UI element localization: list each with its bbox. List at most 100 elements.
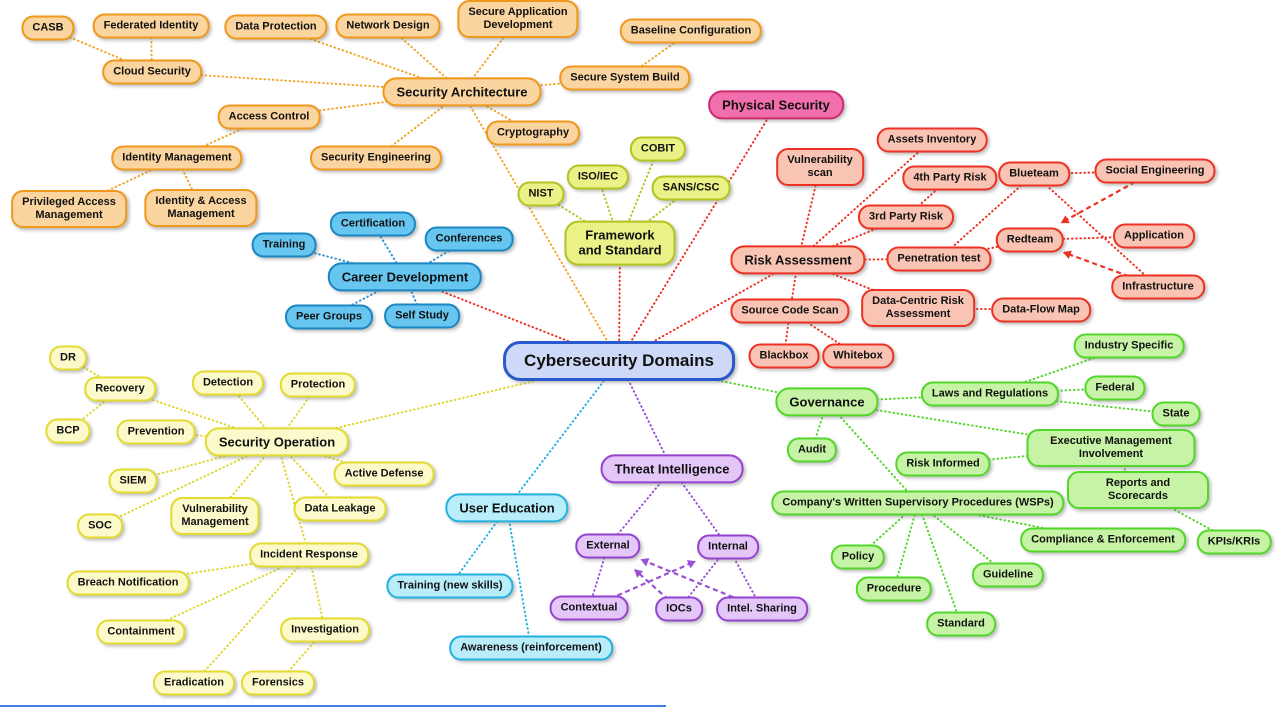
edge-incident-response--investigation <box>308 554 326 631</box>
node-peer-groups[interactable]: Peer Groups <box>284 304 374 330</box>
node-source-code-scan[interactable]: Source Code Scan <box>730 298 850 324</box>
node-user-education[interactable]: User Education <box>445 493 569 523</box>
node-external[interactable]: External <box>575 533 641 559</box>
edge-cybersecurity-domains--physical-security <box>618 104 777 362</box>
node-penetration-test[interactable]: Penetration test <box>886 246 992 272</box>
node-secure-system-build[interactable]: Secure System Build <box>559 65 691 91</box>
node-certification[interactable]: Certification <box>329 211 417 237</box>
node-detection[interactable]: Detection <box>191 370 265 396</box>
node-policy[interactable]: Policy <box>830 544 886 570</box>
node-security-architecture[interactable]: Security Architecture <box>382 77 542 107</box>
node-security-operation[interactable]: Security Operation <box>204 427 350 457</box>
node-4th-party-risk[interactable]: 4th Party Risk <box>902 165 998 191</box>
node-network-design[interactable]: Network Design <box>335 13 441 39</box>
node-guideline[interactable]: Guideline <box>971 562 1045 588</box>
node-physical-security[interactable]: Physical Security <box>708 90 844 120</box>
node-blueteam[interactable]: Blueteam <box>998 161 1070 187</box>
node-audit[interactable]: Audit <box>786 437 838 463</box>
node-security-engineering[interactable]: Security Engineering <box>309 145 443 171</box>
node-career-development[interactable]: Career Development <box>327 262 483 292</box>
node-conferences[interactable]: Conferences <box>424 226 514 252</box>
edge-iocs--external <box>634 569 670 601</box>
node-threat-intelligence[interactable]: Threat Intelligence <box>600 454 744 484</box>
node-kpis-kris[interactable]: KPIs/KRIs <box>1196 529 1272 555</box>
edge-cybersecurity-domains--framework-standard <box>618 242 621 362</box>
node-assets-inventory[interactable]: Assets Inventory <box>876 127 988 153</box>
node-iocs[interactable]: IOCs <box>655 596 703 622</box>
node-blackbox[interactable]: Blackbox <box>748 343 820 369</box>
node-redteam[interactable]: Redteam <box>995 227 1065 253</box>
edge-laws-and-regulations--state <box>989 393 1177 415</box>
node-investigation[interactable]: Investigation <box>280 617 370 643</box>
node-secure-application-development[interactable]: Secure Application Development <box>457 0 579 38</box>
edge-cybersecurity-domains--user-education <box>506 360 620 509</box>
node-social-engineering[interactable]: Social Engineering <box>1094 158 1216 184</box>
node-cloud-security[interactable]: Cloud Security <box>102 59 202 85</box>
node-whitebox[interactable]: Whitebox <box>822 343 894 369</box>
node-training[interactable]: Training <box>251 232 317 258</box>
edge-incident-response--containment <box>140 554 310 633</box>
edge-security-operation--incident-response <box>276 441 310 556</box>
node-procedure[interactable]: Procedure <box>855 576 933 602</box>
node-eradication[interactable]: Eradication <box>153 670 235 696</box>
node-reports-and-scorecards[interactable]: Reports and Scorecards <box>1067 471 1209 509</box>
node-self-study[interactable]: Self Study <box>384 303 460 329</box>
node-baseline-configuration[interactable]: Baseline Configuration <box>619 18 763 44</box>
node-cryptography[interactable]: Cryptography <box>485 120 581 146</box>
node-data-centric-risk-assessment[interactable]: Data-Centric Risk Assessment <box>861 289 975 327</box>
node-framework-standard[interactable]: Framework and Standard <box>564 220 676 266</box>
node-identity-management[interactable]: Identity Management <box>111 145 243 171</box>
node-sans-csc[interactable]: SANS/CSC <box>651 175 731 201</box>
node-3rd-party-risk[interactable]: 3rd Party Risk <box>858 204 954 230</box>
node-incident-response[interactable]: Incident Response <box>249 542 369 568</box>
node-siem[interactable]: SIEM <box>108 468 158 494</box>
node-standard[interactable]: Standard <box>926 611 996 637</box>
node-federal[interactable]: Federal <box>1084 375 1146 401</box>
node-breach-notification[interactable]: Breach Notification <box>66 570 190 596</box>
node-infrastructure[interactable]: Infrastructure <box>1111 274 1205 300</box>
node-wsps[interactable]: Company's Written Supervisory Procedures… <box>771 490 1065 516</box>
node-awareness-reinforcement[interactable]: Awareness (reinforcement) <box>449 635 613 661</box>
node-risk-assessment[interactable]: Risk Assessment <box>730 245 866 275</box>
node-state[interactable]: State <box>1151 401 1201 427</box>
edge-incident-response--eradication <box>193 554 310 684</box>
node-prevention[interactable]: Prevention <box>116 419 196 445</box>
node-data-protection[interactable]: Data Protection <box>224 14 328 40</box>
node-executive-management-involvement[interactable]: Executive Management Involvement <box>1026 429 1196 467</box>
node-laws-and-regulations[interactable]: Laws and Regulations <box>920 381 1060 407</box>
node-dr[interactable]: DR <box>49 345 87 371</box>
node-application[interactable]: Application <box>1113 223 1195 249</box>
node-risk-informed[interactable]: Risk Informed <box>895 451 991 477</box>
node-casb[interactable]: CASB <box>21 15 75 41</box>
node-compliance-enforcement[interactable]: Compliance & Enforcement <box>1020 527 1186 553</box>
edge-blueteam--infrastructure <box>1033 173 1159 288</box>
node-containment[interactable]: Containment <box>96 619 186 645</box>
node-forensics[interactable]: Forensics <box>241 670 315 696</box>
node-cobit[interactable]: COBIT <box>629 136 687 162</box>
node-intel-sharing[interactable]: Intel. Sharing <box>716 596 808 622</box>
node-access-control[interactable]: Access Control <box>217 104 321 130</box>
node-cybersecurity-domains[interactable]: Cybersecurity Domains <box>503 340 735 382</box>
node-federated-identity[interactable]: Federated Identity <box>92 13 210 39</box>
node-active-defense[interactable]: Active Defense <box>333 461 435 487</box>
node-vulnerability-management[interactable]: Vulnerability Management <box>170 497 260 535</box>
node-governance[interactable]: Governance <box>775 387 879 417</box>
node-internal[interactable]: Internal <box>697 534 759 560</box>
node-iso-iec[interactable]: ISO/IEC <box>566 164 630 190</box>
node-vulnerability-scan[interactable]: Vulnerability scan <box>776 148 864 186</box>
node-privileged-access-management[interactable]: Privileged Access Management <box>11 190 127 228</box>
edge-wsps--standard <box>917 502 962 625</box>
edge-security-architecture--access-control <box>268 91 463 118</box>
node-nist[interactable]: NIST <box>517 181 565 207</box>
node-industry-specific[interactable]: Industry Specific <box>1073 333 1185 359</box>
node-bcp[interactable]: BCP <box>45 418 91 444</box>
node-recovery[interactable]: Recovery <box>84 376 156 402</box>
node-data-flow-map[interactable]: Data-Flow Map <box>991 297 1091 323</box>
edge-framework-standard--nist <box>540 193 621 244</box>
node-contextual[interactable]: Contextual <box>549 595 629 621</box>
node-protection[interactable]: Protection <box>279 372 357 398</box>
node-training-new-skills[interactable]: Training (new skills) <box>386 573 514 599</box>
node-identity-access-management[interactable]: Identity & Access Management <box>144 189 258 227</box>
node-data-leakage[interactable]: Data Leakage <box>293 496 387 522</box>
node-soc[interactable]: SOC <box>77 513 123 539</box>
